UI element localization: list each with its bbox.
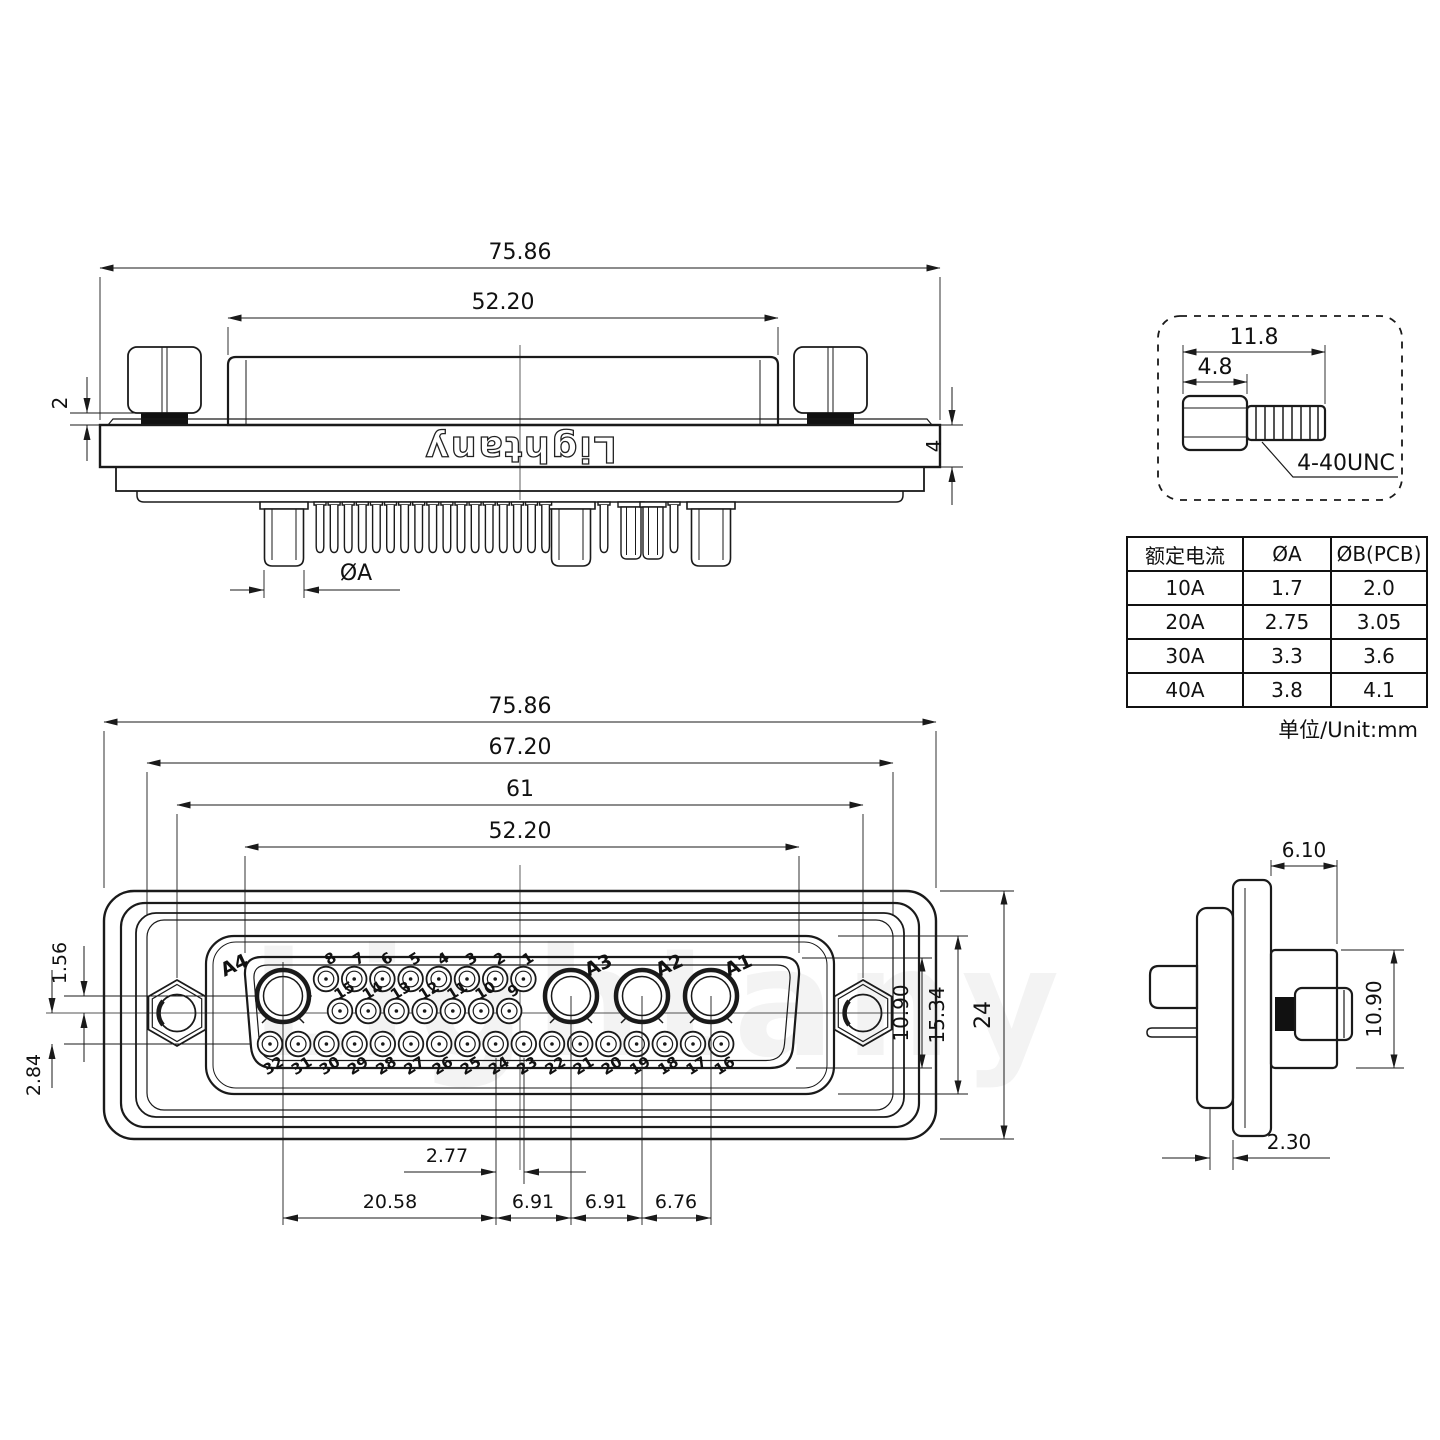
dim-front-insert-height: 10.90 [889, 984, 913, 1041]
dim-screw-head-length: 4.8 [1198, 355, 1233, 380]
dim-top-screw-standoff: 2 [48, 397, 72, 410]
side-view: 6.10 10.90 2.30 [1146, 838, 1404, 1170]
spec-cell: 2.0 [1330, 570, 1428, 606]
spec-cell: 3.8 [1242, 672, 1332, 708]
dim-top-flange-thickness: 4 [922, 440, 946, 453]
spec-cell: 3.6 [1330, 638, 1428, 674]
dim-side-screw-height: 10.90 [1362, 980, 1386, 1037]
d-shroud [243, 955, 801, 1070]
dim-front-shell-height: 15.34 [925, 986, 949, 1043]
screw-head [1181, 394, 1249, 452]
spec-cell: 4.1 [1330, 672, 1428, 708]
screw-thread [1245, 404, 1327, 442]
dim-front-a1-pitch: 6.76 [655, 1191, 697, 1213]
side-pcb-pin [1146, 1027, 1198, 1038]
spec-row-20a: 20A 2.75 3.05 [1126, 604, 1428, 640]
spec-cell: 3.3 [1242, 638, 1332, 674]
spec-cell: 2.75 [1242, 604, 1332, 640]
dim-top-shell-width: 52.20 [472, 290, 535, 315]
brand-logo: Lightany [423, 428, 616, 469]
detail-boundary [1157, 315, 1403, 501]
side-screw-head [1293, 986, 1354, 1042]
unit-note: 单位/Unit:mm [1278, 718, 1418, 742]
spec-header-dia-a: ØA [1242, 536, 1332, 572]
side-contact-stub [1148, 964, 1199, 1010]
spec-cell: 3.05 [1330, 604, 1428, 640]
side-body [1195, 906, 1235, 1110]
dim-front-bezel-width: 67.20 [489, 735, 552, 760]
dim-top-overall-width: 75.86 [489, 240, 552, 265]
spec-header-dia-b: ØB(PCB) [1330, 536, 1428, 572]
screw-detail: 11.8 4.8 4-40UNC [1157, 315, 1403, 501]
top-view: Lightany 75.86 52.20 2 4 [48, 240, 963, 598]
pin-9: 9 [496, 980, 523, 1025]
spec-cell: 1.7 [1242, 570, 1332, 606]
top-view-pins [259, 501, 736, 567]
spec-row-10a: 10A 1.7 2.0 [1126, 570, 1428, 606]
spec-table-header-row: 额定电流 ØA ØB(PCB) [1126, 536, 1428, 572]
spec-cell: 10A [1126, 570, 1244, 606]
dim-front-row-offset-upper: 1.56 [49, 942, 71, 984]
spec-row-30a: 30A 3.3 3.6 [1126, 638, 1428, 674]
dim-top-pin-diameter: ØA [340, 561, 372, 586]
spec-cell: 40A [1126, 672, 1244, 708]
dim-front-a4-span: 20.58 [363, 1191, 417, 1213]
dim-front-mount-spacing: 61 [506, 777, 534, 802]
dim-side-depth: 6.10 [1282, 838, 1327, 862]
side-bezel [1231, 878, 1273, 1138]
pin-13: 13 [383, 978, 414, 1025]
dim-front-row-offset-lower: 2.84 [23, 1054, 45, 1096]
spec-cell: 20A [1126, 604, 1244, 640]
dim-front-shell-width: 52.20 [489, 819, 552, 844]
thumbscrew-right [793, 346, 868, 426]
dim-front-overall-height: 24 [971, 1001, 996, 1029]
spec-cell: 30A [1126, 638, 1244, 674]
dim-front-a2-pitch: 6.91 [585, 1191, 627, 1213]
thumbscrew-left [127, 346, 202, 426]
side-screw-thread [1275, 997, 1295, 1031]
spec-row-40a: 40A 3.8 4.1 [1126, 672, 1428, 708]
thread-spec-label: 4-40UNC [1297, 451, 1395, 476]
spec-table: 额定电流 ØA ØB(PCB) 10A 1.7 2.0 20A 2.75 3.0… [1126, 536, 1428, 708]
dim-front-a3-pitch: 6.91 [512, 1191, 554, 1213]
contact-label-A4: A4 [217, 950, 252, 982]
dim-side-pin-setback: 2.30 [1267, 1130, 1312, 1154]
dim-screw-total-length: 11.8 [1230, 325, 1279, 350]
dim-front-overall-width: 75.86 [489, 694, 552, 719]
dim-front-pin-pitch: 2.77 [426, 1145, 468, 1167]
spec-header-current: 额定电流 [1126, 536, 1244, 572]
pin-12: 12 [411, 978, 443, 1025]
